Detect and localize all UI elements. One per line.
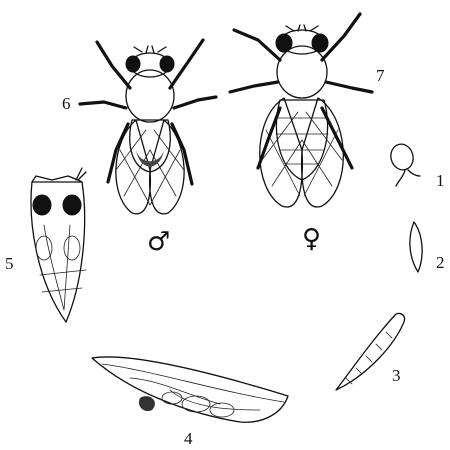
mature-larva-stage	[92, 357, 288, 422]
label-stage-2: 2	[436, 253, 445, 272]
male-adult-fly	[80, 40, 216, 214]
female-adult-fly	[230, 14, 372, 207]
egg-stage	[388, 142, 420, 186]
pupa-stage	[31, 168, 86, 322]
female-symbol: ♀	[302, 224, 321, 254]
label-stage-6: 6	[62, 94, 71, 113]
early-larva-stage	[410, 222, 422, 272]
label-stage-7: 7	[376, 66, 385, 85]
male-symbol: ♂	[147, 227, 170, 257]
label-stage-5: 5	[5, 254, 14, 273]
label-stage-1: 1	[436, 171, 445, 190]
label-stage-3: 3	[392, 366, 401, 385]
label-stage-4: 4	[184, 429, 193, 448]
